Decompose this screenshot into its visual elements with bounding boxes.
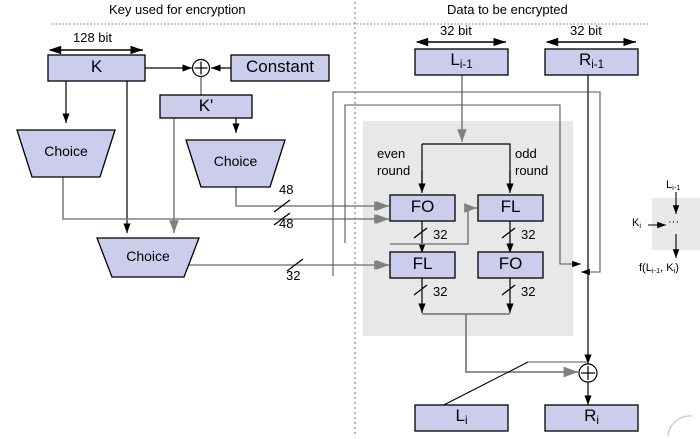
bus-label-48-a: 48 [279,182,294,197]
decorative-arc [667,415,693,437]
legend-key-label: Ki [632,217,642,231]
label-even-round-line1: even [377,146,406,161]
section-title-key: Key used for encryption [109,2,246,17]
wire-swap-to-lout [429,361,588,413]
trapezoid-choice-2 [185,139,286,188]
box-r-in-label: Ri-1 [578,50,605,72]
bus-slash-32-key [286,258,304,272]
box-constant-label: Constant [245,57,315,76]
xor-gate-data [578,363,598,383]
wire-tap-to-fl-odd [390,203,477,245]
bus-label-32-key: 32 [286,268,301,283]
bus-label-32-a: 32 [433,227,448,242]
wire-feedback-inner [344,104,581,268]
wire-feedback-outer [332,91,601,276]
bus-label-32-c: 32 [433,284,448,299]
wire-key-into-fo-even [376,201,389,224]
bus-label-48-b: 48 [279,216,294,231]
box-l-in-shape [414,48,509,76]
label-32bit-left: 32 bit [440,23,472,38]
wire-round-merge-bar [422,313,578,378]
legend-input-label: Li-1 [666,179,681,193]
choice-3-label: Choice [126,248,170,264]
box-r-in-shape [544,48,639,76]
legend-region [648,192,700,258]
box-kprime-label: K' [198,96,214,115]
box-fo-odd-shape [477,251,544,279]
box-k-shape [47,54,146,82]
trapezoid-choice-1 [16,129,116,178]
label-odd-round-line1: odd [515,146,537,161]
choice-2-label: Choice [213,153,258,169]
label-even-round-line2: round [377,163,411,178]
box-kprime-shape [159,94,253,119]
box-fo-even-shape [389,194,456,222]
legend-output-label: f(Li-1, Ki) [639,262,679,276]
box-l-out-shape [414,404,509,432]
wire-fl-even-down [413,278,428,313]
box-r-out-label: Ri [584,406,599,428]
box-fo-even-label: FO [410,197,435,216]
wire-fo-even-to-fl-even [413,221,428,253]
wire-fo-odd-down [501,278,516,313]
label-odd-round-line2: round [515,163,549,178]
label-128bit: 128 bit [73,30,113,45]
bus-label-32-d: 32 [521,284,536,299]
box-k-label: K [90,57,103,76]
choice-1-label: Choice [44,143,88,159]
box-fl-even-label: FL [412,254,433,273]
trapezoid-choice-3 [96,237,200,278]
wire-round-splitter [418,143,514,193]
section-title-data: Data to be encrypted [447,2,568,17]
bus-slash-48b [273,212,291,226]
wire-choice2-bus48a [235,187,387,211]
bus-label-32-b: 32 [521,227,536,242]
wire-fl-odd-to-fo-odd [501,221,516,253]
box-fl-odd-shape [477,194,544,222]
wire-choice1-bus48b [62,177,387,224]
box-l-in-label: Li-1 [450,50,473,72]
box-l-out-label: Li [455,406,468,428]
xor-gate-key [191,58,211,78]
box-constant-shape [230,54,330,82]
box-fl-odd-label: FL [500,197,521,216]
legend-body-dots: ··· [668,216,679,228]
box-r-out-shape [544,404,639,432]
label-32bit-right: 32 bit [570,23,602,38]
box-fo-odd-label: FO [498,254,523,273]
bus-slash-48a [273,199,291,213]
box-fl-even-shape [389,251,456,279]
